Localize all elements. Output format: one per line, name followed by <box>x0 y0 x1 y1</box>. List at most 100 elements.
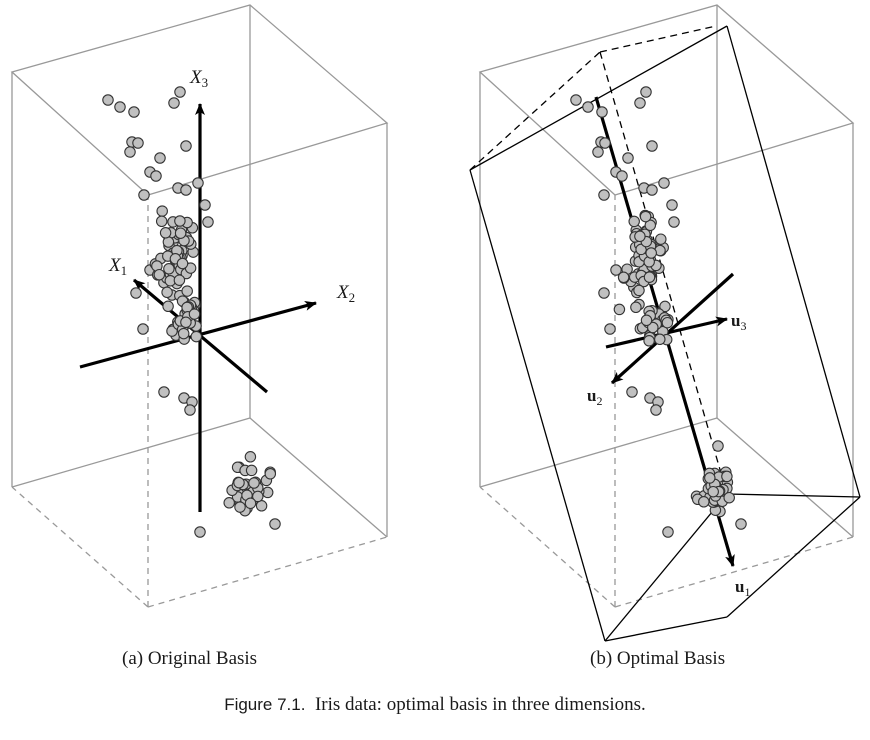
scatter-point <box>661 316 674 329</box>
figure-caption: Figure 7.1. Iris data: optimal basis in … <box>0 694 870 716</box>
scatter-point <box>630 301 642 314</box>
scatter-point <box>174 227 187 239</box>
panel-a-caption: (a) Original Basis <box>122 648 258 669</box>
scatter-point <box>173 274 186 286</box>
scatter-point <box>192 177 204 189</box>
vector-label-u2: u2 <box>587 386 602 408</box>
scatter-point <box>162 300 174 313</box>
scatter-point <box>616 170 628 182</box>
box-edge <box>249 417 388 538</box>
scatter-point <box>102 94 114 106</box>
rotated-edge <box>469 25 728 171</box>
scatter-point <box>633 284 645 297</box>
scatter-point <box>163 263 175 275</box>
scatter-point <box>194 526 206 538</box>
scatter-point <box>202 216 214 228</box>
scatter-point <box>180 316 192 329</box>
scatter-point <box>181 285 193 297</box>
axis-label-x1: X1 <box>108 255 127 278</box>
scatter-point <box>180 140 192 152</box>
scatter-point <box>723 491 735 504</box>
scatter-point <box>604 323 616 335</box>
scatter-point <box>138 189 150 201</box>
rotated-edge-hidden <box>599 25 717 53</box>
scatter-point <box>176 257 189 270</box>
bounding-box-a <box>10 4 389 608</box>
vector-label-u3: u3 <box>731 311 746 333</box>
scatter-point <box>223 497 235 509</box>
box-edge <box>479 417 718 488</box>
scatter-points-b <box>570 86 747 538</box>
vector-label-u1: u1 <box>735 577 750 599</box>
scatter-point <box>158 386 170 398</box>
scatter-point <box>188 308 201 320</box>
scatter-point <box>269 518 281 530</box>
scatter-point <box>650 404 662 416</box>
box-edge-hidden <box>11 486 149 608</box>
scatter-point <box>704 472 716 484</box>
rotated-edge <box>604 616 728 642</box>
scatter-point <box>698 496 710 508</box>
box-edge <box>11 417 251 488</box>
rotated-edge <box>726 493 861 498</box>
rotated-edge-hidden <box>469 51 601 171</box>
scatter-point <box>174 215 186 227</box>
panel-a: X1 X2 X3 <box>10 4 389 608</box>
scatter-point <box>643 271 656 283</box>
scatter-point <box>153 268 166 281</box>
vector-u2-line <box>610 272 735 385</box>
scatter-point <box>124 146 136 158</box>
scatter-point <box>570 94 582 106</box>
scatter-point <box>634 230 646 243</box>
rotated-edge <box>726 25 861 498</box>
scatter-point <box>610 264 622 276</box>
scatter-point <box>180 184 192 196</box>
bounding-box-b <box>478 4 855 608</box>
scatter-point <box>156 205 168 217</box>
scatter-point <box>622 152 634 164</box>
box-edge-hidden <box>479 486 616 608</box>
scatter-point <box>613 303 626 316</box>
scatter-point <box>655 233 667 245</box>
scatter-point <box>150 170 162 182</box>
scatter-point <box>646 184 658 196</box>
scatter-point <box>707 485 719 498</box>
scatter-point <box>596 106 608 118</box>
box-edge-hidden <box>614 536 854 608</box>
scatter-point <box>155 215 168 228</box>
rotated-edge <box>604 493 728 642</box>
scatter-point <box>626 386 638 398</box>
scatter-point <box>634 97 646 109</box>
scatter-point <box>264 468 277 480</box>
scatter-point <box>628 215 640 228</box>
axis-label-x2: X2 <box>336 282 355 305</box>
scatter-point <box>128 106 140 118</box>
scatter-point <box>668 216 680 228</box>
rotated-edge-hidden <box>599 51 728 495</box>
scatter-point <box>177 327 190 340</box>
scatter-point <box>159 227 172 239</box>
scatter-point <box>617 271 630 284</box>
scatter-point <box>137 323 149 335</box>
scatter-point <box>644 219 657 232</box>
rotated-box-b <box>469 25 861 642</box>
scatter-point <box>132 137 144 149</box>
scatter-point <box>647 321 659 334</box>
scatter-point <box>248 477 260 489</box>
figure-number: Figure 7.1. <box>224 695 306 714</box>
scatter-point <box>735 518 747 530</box>
panel-b-caption: (b) Optimal Basis <box>590 648 726 669</box>
scatter-point <box>161 286 173 299</box>
scatter-point <box>114 101 126 113</box>
box-edge-hidden <box>147 536 388 608</box>
scatter-point <box>233 476 245 489</box>
scatter-point <box>199 199 211 211</box>
scatter-point <box>640 314 653 327</box>
scatter-point <box>662 526 674 538</box>
figure-caption-text: Iris data: optimal basis in three dimens… <box>314 694 646 715</box>
scatter-point <box>658 177 670 189</box>
scatter-point <box>639 210 652 223</box>
axis-label-x3: X3 <box>189 67 208 90</box>
box-edge <box>716 417 854 538</box>
